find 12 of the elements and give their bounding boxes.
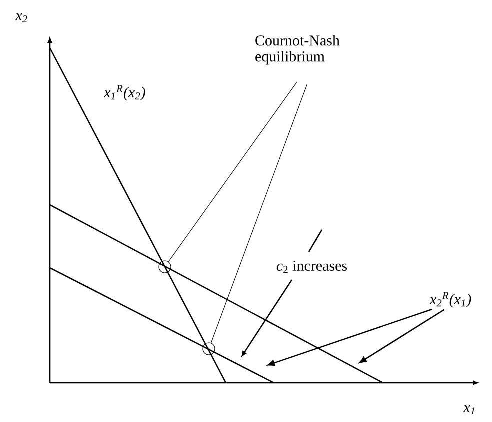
function-label: x$_{1}$$^{R}$(x$_{2}$) (104, 85, 146, 101)
annotation-text: Cournot-Nash equilibrium (256, 35, 340, 65)
axis-label: x$_{2}$ (16, 13, 28, 23)
leader-line (210, 84, 308, 344)
equilibrium-circle (202, 342, 216, 356)
annotation-text: c$_{2}$ increases (276, 260, 348, 274)
equilibrium-circle (158, 260, 172, 274)
axis-label: x$_{1}$ (464, 405, 475, 415)
arrow (360, 309, 445, 364)
arrow (268, 308, 432, 366)
function-label: x$_{2}$$^{R}$(x$_{1}$) (430, 292, 472, 308)
leader-line (168, 82, 298, 262)
